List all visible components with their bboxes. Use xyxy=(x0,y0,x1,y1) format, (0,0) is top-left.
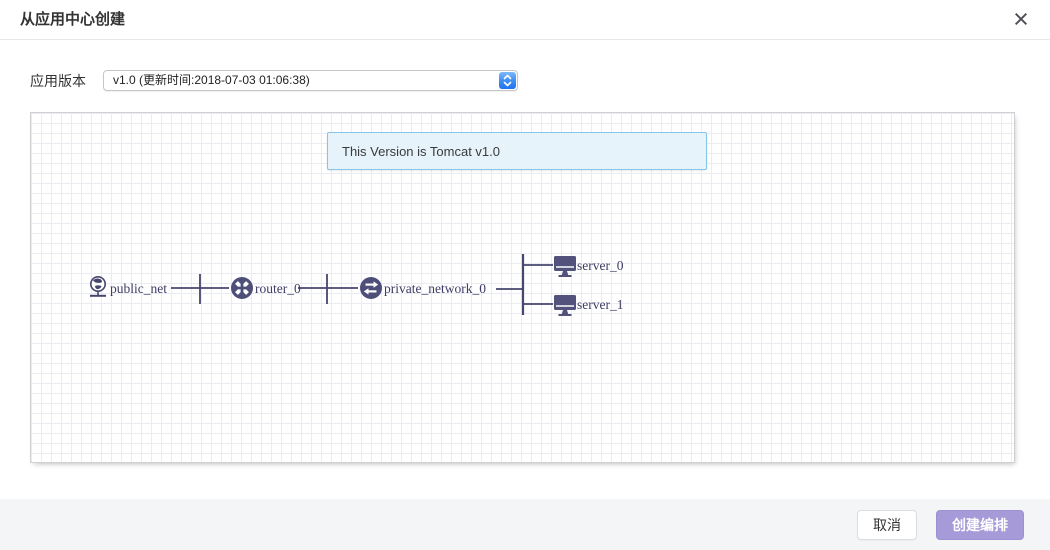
dialog-footer: 取消 创建编排 xyxy=(0,499,1050,550)
topology-edges xyxy=(171,254,553,315)
version-label: 应用版本 xyxy=(30,72,86,89)
node-label: server_0 xyxy=(577,258,624,273)
monitor-icon xyxy=(554,256,576,277)
node-label: server_1 xyxy=(577,297,623,312)
globe-icon xyxy=(90,276,106,297)
node-label: public_net xyxy=(110,281,167,296)
version-select-value: v1.0 (更新时间:2018-07-03 01:06:38) xyxy=(113,73,310,87)
node-label: router_0 xyxy=(255,281,301,296)
dialog-header: 从应用中心创建 × xyxy=(0,0,1050,40)
create-orchestration-button[interactable]: 创建编排 xyxy=(936,509,1024,540)
topology-diagram: public_net router_0 xyxy=(90,254,624,316)
version-note-text: This Version is Tomcat v1.0 xyxy=(342,143,500,159)
node-label: private_network_0 xyxy=(384,281,486,296)
up-down-chevrons-icon xyxy=(503,74,512,87)
page-title: 从应用中心创建 xyxy=(20,11,126,28)
topology-canvas: This Version is Tomcat v1.0 xyxy=(30,112,1015,463)
swap-arrows-icon xyxy=(360,277,382,299)
node-public-net[interactable]: public_net xyxy=(90,276,167,297)
node-private-network-0[interactable]: private_network_0 xyxy=(360,277,486,299)
version-form-row: 应用版本 v1.0 (更新时间:2018-07-03 01:06:38) xyxy=(30,69,518,92)
router-icon xyxy=(231,277,253,299)
select-spinner-icon[interactable] xyxy=(499,72,516,89)
version-select[interactable]: v1.0 (更新时间:2018-07-03 01:06:38) xyxy=(103,70,518,91)
version-note-box: This Version is Tomcat v1.0 xyxy=(327,132,707,170)
node-server-1[interactable]: server_1 xyxy=(554,295,623,316)
close-button[interactable]: × xyxy=(1006,0,1036,39)
node-server-0[interactable]: server_0 xyxy=(554,256,624,277)
monitor-icon xyxy=(554,295,576,316)
cancel-button[interactable]: 取消 xyxy=(857,509,917,540)
node-router-0[interactable]: router_0 xyxy=(231,277,301,299)
close-icon: × xyxy=(1013,4,1029,34)
